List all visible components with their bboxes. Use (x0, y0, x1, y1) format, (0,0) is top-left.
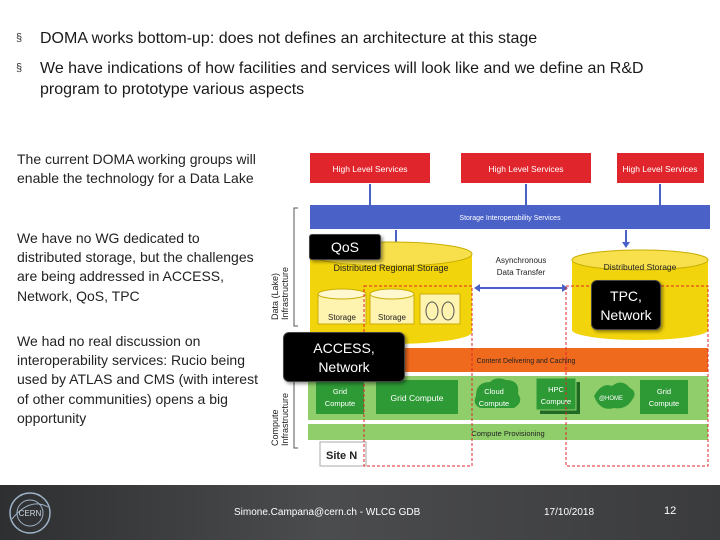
svg-text:HPC: HPC (548, 385, 564, 394)
access-callout-line2: Network (318, 359, 370, 375)
left-paragraph-working-groups: The current DOMA working groups will ena… (17, 151, 256, 187)
home-label: @HOME (599, 396, 623, 402)
svg-text:Compute: Compute (541, 397, 571, 406)
content-delivery-label: Content Delivering and Caching (477, 358, 576, 365)
cern-logo-icon: CERN (9, 492, 51, 534)
grid-compute-label: Grid Compute (391, 393, 444, 403)
storage-label: Storage (328, 313, 357, 322)
storage-label: Storage (378, 313, 407, 322)
high-level-services-label: High Level Services (488, 164, 563, 174)
footer-date: 17/10/2018 (544, 507, 595, 518)
site-n-label: Site N (326, 450, 357, 462)
svg-text:Grid: Grid (657, 387, 671, 396)
async-transfer-label-2: Data Transfer (497, 268, 546, 277)
svg-text:Grid: Grid (333, 387, 347, 396)
storage-interop-band (310, 205, 710, 229)
svg-text:Compute: Compute (649, 399, 679, 408)
data-lake-diagram: Data (Lake) Infrastructure Compute Infra… (266, 148, 716, 470)
bullet-marker: § (16, 32, 23, 44)
compute-infra-label-2: Infrastructure (280, 393, 290, 446)
footer-author: Simone.Campana@cern.ch - WLCG GDB (234, 507, 421, 518)
bullet-item: § DOMA works bottom-up: does not defines… (14, 28, 704, 49)
page-number: 12 (664, 505, 677, 517)
tpc-callout-line2: Network (600, 307, 652, 323)
compute-infra-label: Compute (270, 409, 280, 446)
high-level-services-label: High Level Services (332, 164, 407, 174)
storage-interop-label: Storage Interoperability Services (459, 215, 561, 222)
distributed-storage-label: Distributed Storage (604, 262, 677, 272)
tpc-network-callout: TPC, Network (591, 280, 661, 330)
svg-text:Compute: Compute (479, 399, 509, 408)
high-level-services-box (310, 153, 430, 183)
compute-provisioning-label: Compute Provisioning (471, 429, 544, 438)
high-level-services-label: High Level Services (622, 164, 697, 174)
compute-provisioning-band (308, 424, 708, 440)
bullet-list: § DOMA works bottom-up: does not defines… (14, 28, 704, 109)
bullet-text: We have indications of how facilities an… (40, 60, 644, 98)
access-network-callout: ACCESS, Network (283, 332, 405, 382)
high-level-services-box (617, 153, 704, 183)
high-level-services-box (461, 153, 591, 183)
bullet-item: § We have indications of how facilities … (14, 58, 704, 100)
footer-bar: CERN Simone.Campana@cern.ch - WLCG GDB 1… (0, 485, 720, 540)
qos-callout: QoS (309, 234, 381, 260)
svg-text:Cloud: Cloud (484, 387, 504, 396)
svg-text:CERN: CERN (19, 509, 42, 518)
distributed-regional-storage-label: Distributed Regional Storage (333, 263, 448, 273)
access-callout-line1: ACCESS, (313, 340, 375, 356)
async-transfer-label: Asynchronous (496, 256, 547, 265)
bullet-marker: § (16, 62, 23, 74)
left-paragraph-interoperability: We had no real discussion on interoperab… (17, 333, 258, 426)
svg-text:Compute: Compute (325, 399, 355, 408)
left-paragraph-distributed-storage: We have no WG dedicated to distributed s… (17, 230, 254, 304)
bullet-text: DOMA works bottom-up: does not defines a… (40, 30, 538, 47)
tpc-callout-line1: TPC, (610, 288, 642, 304)
data-lake-label-2: Infrastructure (280, 267, 290, 320)
data-lake-label: Data (Lake) (270, 273, 280, 320)
data-lake-bracket (293, 207, 298, 327)
